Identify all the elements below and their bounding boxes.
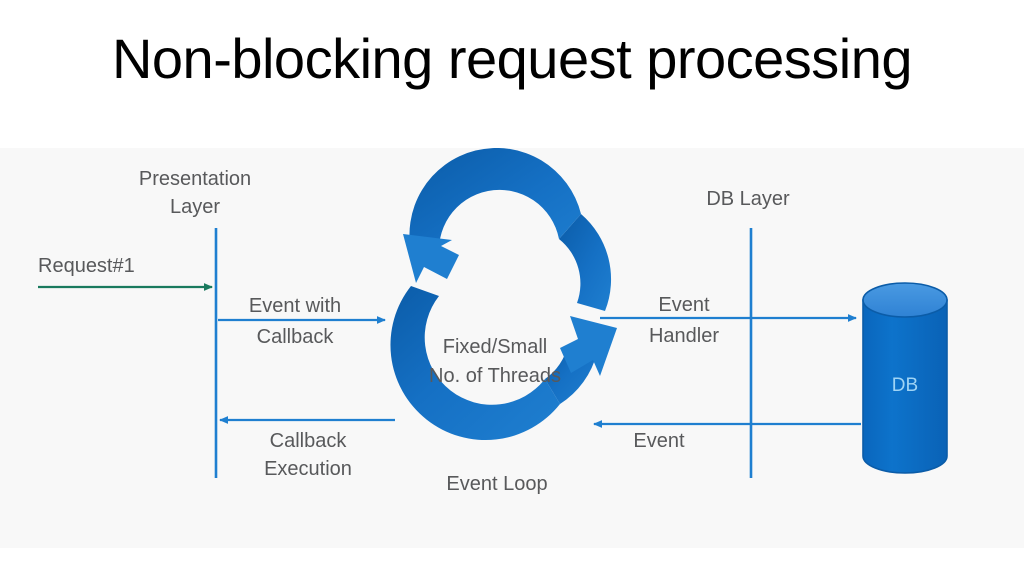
event-handler-label-above: Event <box>658 294 710 316</box>
non-blocking-flow-diagram <box>38 148 948 478</box>
event-loop-caption: Event Loop <box>446 473 548 495</box>
page-title: Non-blocking request processing <box>111 27 913 90</box>
event-loop-arrow-bottom <box>390 286 617 441</box>
event-loop-center-label-line1: Fixed/Small <box>442 336 548 358</box>
event-return-label: Event <box>633 430 685 452</box>
presentation-layer-label-line2: Layer <box>169 196 221 218</box>
database-cylinder <box>862 282 948 474</box>
event-loop-center-label-line2: No. of Threads <box>429 365 561 387</box>
event-with-callback-label-above: Event with <box>248 295 342 317</box>
presentation-layer-label-line1: Presentation <box>138 168 252 190</box>
diagram-panel: Presentation Layer DB Layer Request#1 Ev… <box>0 148 1024 548</box>
callback-execution-label-line1: Callback <box>269 430 347 452</box>
event-with-callback-label-below: Callback <box>256 326 334 348</box>
callback-execution-label-line2: Execution <box>264 458 352 480</box>
event-loop-arrow-top <box>403 148 612 311</box>
db-layer-label: DB Layer <box>706 188 790 210</box>
database-label: DB <box>891 375 919 396</box>
request-1-label: Request#1 <box>38 255 135 277</box>
event-handler-label-below: Handler <box>648 325 720 347</box>
